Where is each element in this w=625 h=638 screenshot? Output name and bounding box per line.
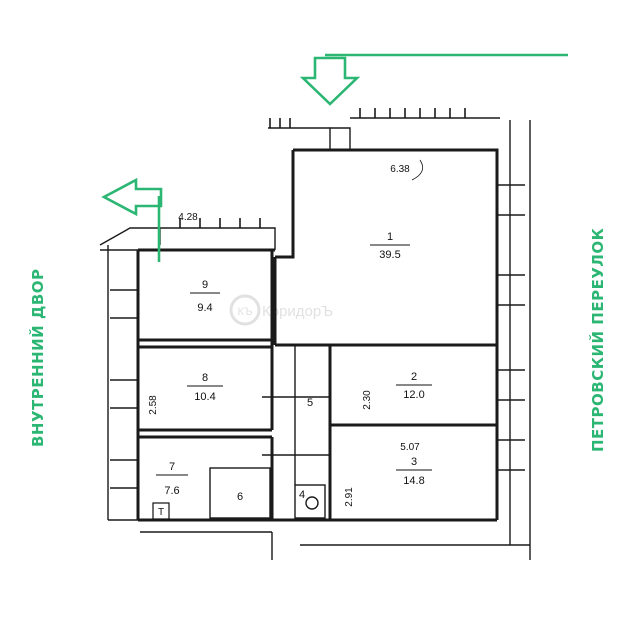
room-6: 6 bbox=[237, 491, 243, 503]
room-5: 5 bbox=[307, 397, 313, 409]
room-number: 9 bbox=[202, 279, 208, 291]
room-3: 3 14.8 bbox=[396, 456, 432, 487]
room-4: 4 bbox=[299, 489, 305, 501]
windows-left bbox=[110, 289, 138, 489]
street-label-left: ВНУТРЕННИЙ ДВОР bbox=[28, 269, 47, 448]
room-area: 10.4 bbox=[194, 391, 215, 403]
room-8: 8 10.4 bbox=[187, 372, 223, 403]
top-ticks bbox=[179, 108, 466, 228]
dimension-label: 2.58 bbox=[148, 395, 159, 415]
room-9: 9 9.4 bbox=[190, 279, 220, 314]
room-1: 1 39.5 bbox=[370, 231, 410, 261]
entrance-arrow-top bbox=[299, 53, 568, 106]
watermark-logo: КЪ bbox=[237, 306, 252, 318]
street-label-right: ПЕТРОВСКИЙ ПЕРЕУЛОК bbox=[588, 227, 607, 452]
room-number: 4 bbox=[299, 489, 305, 501]
dimension-label: 4.28 bbox=[178, 212, 198, 223]
dimension-label: 6.38 bbox=[390, 164, 410, 175]
room-area: 7.6 bbox=[164, 485, 179, 497]
room-number: 6 bbox=[237, 491, 243, 503]
toilet-label: Т bbox=[158, 507, 164, 518]
watermark-name: КоридорЪ bbox=[262, 303, 333, 320]
room-number: 7 bbox=[169, 461, 175, 473]
room-number: 2 bbox=[411, 371, 417, 383]
room-2: 2 12.0 bbox=[396, 371, 432, 401]
windows-right bbox=[497, 184, 525, 471]
walls bbox=[99, 117, 531, 560]
dimension-label: 5.07 bbox=[400, 442, 420, 453]
room-number: 5 bbox=[307, 397, 313, 409]
room-number: 1 bbox=[387, 231, 393, 243]
toilet-box bbox=[152, 502, 170, 520]
dimensions: 6.38 5.07 2.30 2.91 2.58 4.28 bbox=[148, 159, 424, 507]
room-7: 7 7.6 bbox=[156, 461, 188, 497]
entrance-arrow-left bbox=[101, 177, 163, 262]
room-number: 3 bbox=[411, 456, 417, 468]
watermark: КЪ КоридорЪ bbox=[229, 294, 333, 326]
room-area: 12.0 bbox=[403, 389, 424, 401]
dimension-label: 2.91 bbox=[344, 487, 355, 507]
dimension-label: 2.30 bbox=[362, 390, 373, 410]
room-area: 9.4 bbox=[197, 302, 212, 314]
room-number: 8 bbox=[202, 372, 208, 384]
room-area: 14.8 bbox=[403, 475, 424, 487]
watermark-logo-circle bbox=[229, 294, 261, 326]
room-area: 39.5 bbox=[379, 249, 400, 261]
